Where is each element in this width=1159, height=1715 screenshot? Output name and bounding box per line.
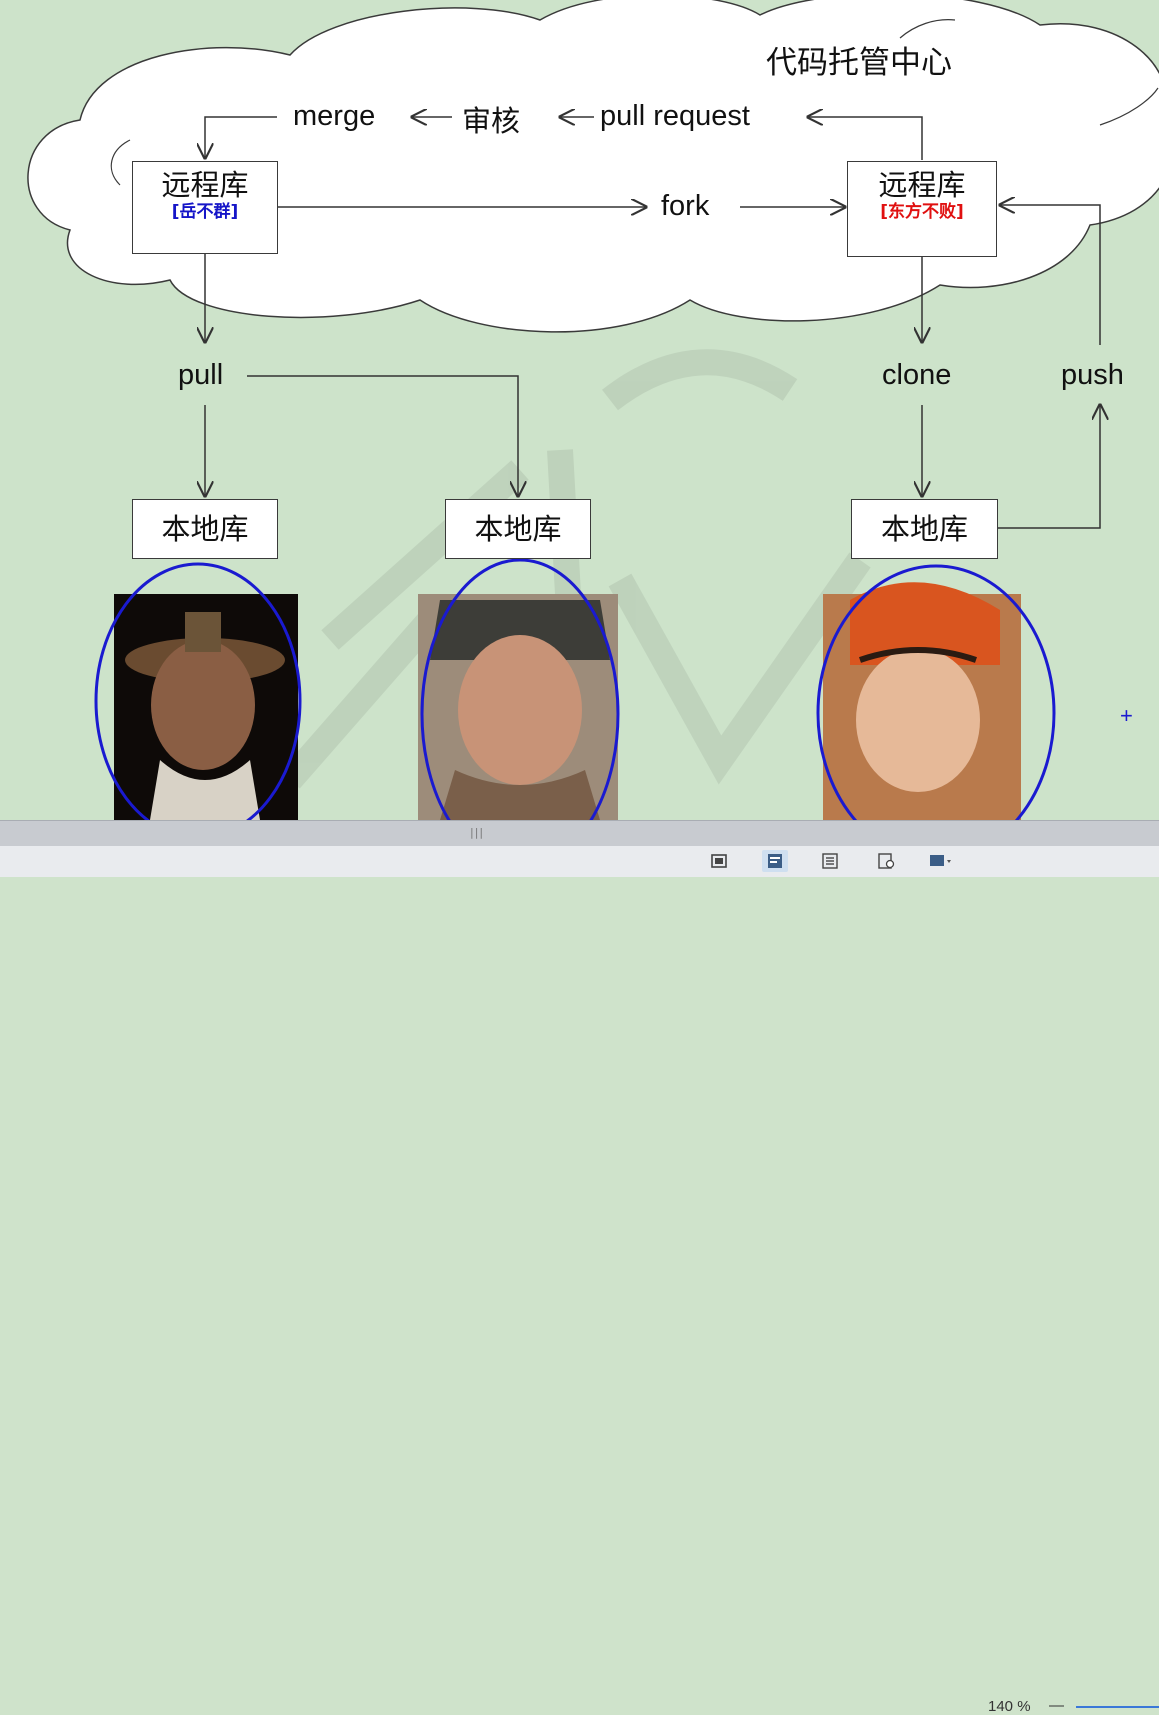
push-label: push	[1061, 359, 1124, 391]
splitter-grip[interactable]: |||	[470, 826, 485, 839]
local-repo-middle: 本地库	[445, 499, 591, 559]
fit-page-icon[interactable]	[706, 850, 732, 872]
fork-label: fork	[661, 190, 710, 222]
highlight-ellipses	[94, 558, 1056, 820]
normal-view-icon[interactable]	[762, 850, 788, 872]
slide-canvas: 代码托管中心 merge 审核 pull request fork pull c…	[0, 0, 1159, 820]
review-label: 审核	[462, 106, 521, 138]
local-repo-middle-title: 本地库	[474, 512, 562, 546]
local-repo-right-title: 本地库	[880, 512, 968, 546]
clone-label: clone	[882, 359, 952, 391]
local-repo-left: 本地库	[132, 499, 278, 559]
remote-repo-left-title: 远程库	[161, 168, 249, 202]
status-bar: 140 % —	[0, 846, 1159, 1715]
plus-marker: +	[1120, 703, 1133, 728]
remote-repo-right-title: 远程库	[878, 168, 966, 202]
portrait-yue-buqun	[114, 594, 298, 820]
remote-repo-right-owner: [东方不败]	[880, 202, 964, 222]
portrait-dongfang-bubai	[823, 582, 1021, 820]
remote-repo-left: 远程库 [岳不群]	[132, 161, 278, 254]
local-repo-right: 本地库	[851, 499, 998, 559]
cloud-title: 代码托管中心	[766, 45, 952, 80]
portrait-linghu-chong	[418, 594, 618, 820]
slideshow-icon[interactable]	[928, 850, 954, 872]
diagram-svg	[27, 0, 1159, 820]
pull-label: pull	[178, 359, 224, 391]
merge-label: merge	[293, 100, 376, 132]
outline-view-icon[interactable]	[817, 850, 843, 872]
local-repo-left-title: 本地库	[161, 512, 249, 546]
remote-repo-right: 远程库 [东方不败]	[847, 161, 997, 257]
zoom-slider-track[interactable]	[1076, 1706, 1159, 1708]
horizontal-scroll-strip[interactable]	[0, 820, 1159, 848]
zoom-level[interactable]: 140 %	[988, 1698, 1031, 1715]
connectors	[205, 117, 1100, 529]
remote-repo-left-owner: [岳不群]	[171, 202, 239, 222]
zoom-out-button[interactable]: —	[1049, 1697, 1064, 1714]
reading-view-icon[interactable]	[873, 850, 899, 872]
pull-request-label: pull request	[600, 100, 750, 132]
